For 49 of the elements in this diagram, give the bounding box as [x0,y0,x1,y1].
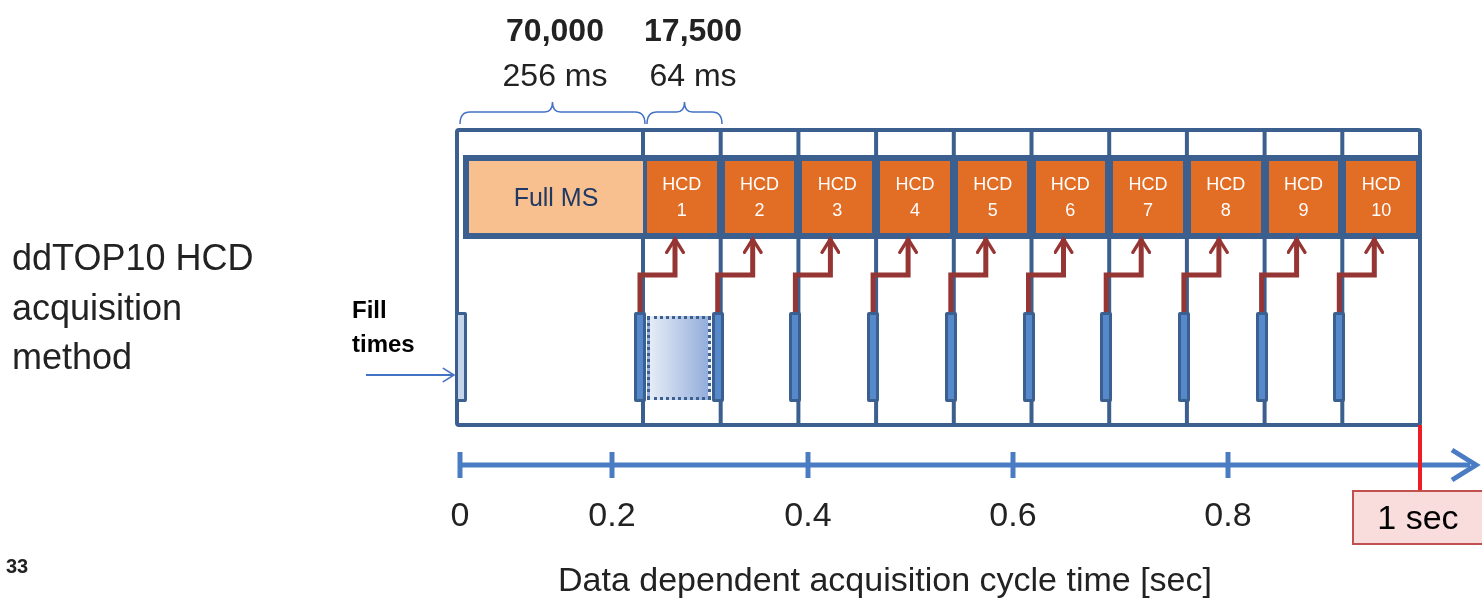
hcd-scan-box: HCD 7 [1109,157,1187,237]
value-label: 17,500 [643,12,743,49]
fill-bar [789,312,802,402]
arrow [1181,237,1229,312]
value-label: 70,000 [505,12,605,49]
hcd-scan-box: HCD 10 [1342,157,1420,237]
marker-line [1418,425,1422,490]
fill-bar [1022,312,1035,402]
arrow [637,237,685,312]
arrow [1103,237,1152,312]
arrow [792,237,841,312]
axis-title: Data dependent acquisition cycle time [sec] [557,560,1213,599]
fill-bar [944,312,957,402]
annotation-text: Fill times [352,290,448,364]
hcd-scan-box: HCD 2 [720,157,799,237]
page-number: 33 [6,555,30,578]
hcd-scan-box: HCD 8 [1186,157,1265,237]
arrow [365,367,455,383]
fill-bar [1100,312,1113,402]
hcd-scan-box: HCD 9 [1264,157,1343,237]
arrow [1026,237,1074,312]
duration-label: 64 ms [648,57,738,94]
shaded-region [647,316,711,400]
arrow [948,237,996,312]
tick-label: 0 [449,495,471,534]
fill-bar [1255,312,1268,402]
hcd-scan-box: HCD 6 [1031,157,1110,237]
tick-label: 0.4 [783,495,833,534]
hcd-scan-box: HCD 5 [953,157,1032,237]
fill-bar [1177,312,1190,402]
hcd-scan-box: HCD 1 [643,157,721,237]
arrow [1336,237,1385,312]
duration-label: 256 ms [501,57,609,94]
fill-bar [1333,312,1346,402]
fill-bar [711,312,724,402]
arrow [715,237,763,312]
time-marker-box: 1 sec [1352,490,1482,545]
fill-bar [455,312,467,402]
hcd-scan-box: HCD 3 [798,157,877,237]
arrow [1259,237,1307,312]
fill-bar [634,312,646,402]
hcd-scan-box: HCD 4 [876,157,954,237]
fill-bar [867,312,880,402]
title: ddTOP10 HCD acquisition method [12,236,255,380]
full-ms-scan-box: Full MS [465,157,643,237]
tick-label: 0.8 [1203,495,1253,534]
arrow [870,237,919,312]
tick-label: 0.6 [988,495,1038,534]
tick-label: 0.2 [587,495,637,534]
